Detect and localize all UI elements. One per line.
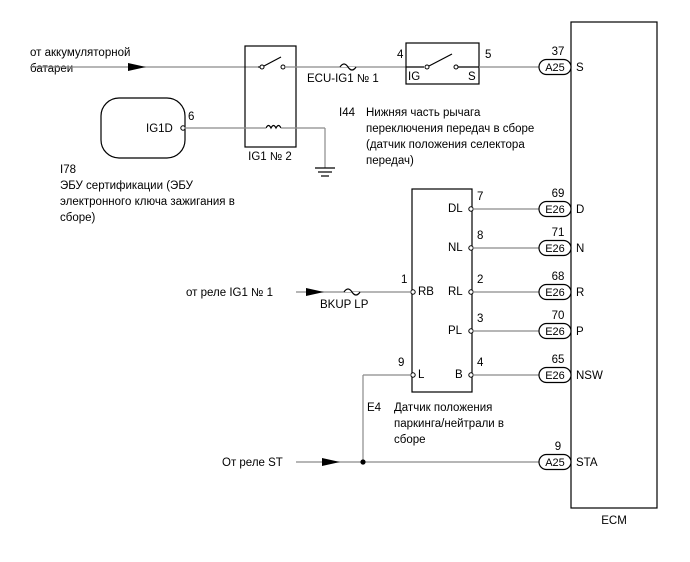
pn-right-pin-5-label: B (455, 369, 463, 381)
ecm-pin-number: 70 (552, 310, 565, 322)
ig1-relay-label: IG1 № 2 (248, 151, 292, 163)
ig1-relay: IG1 № 2 (244, 45, 297, 163)
battery-label-line1: от аккумуляторной (30, 47, 130, 59)
ecm-connector-label: E26 (545, 326, 565, 338)
relay-coil (265, 124, 282, 130)
st-relay-source: От реле ST (222, 374, 539, 469)
ecm-box (570, 21, 658, 509)
ecm-connector-label: E26 (545, 287, 565, 299)
cert-ecu-desc-3: сборе) (60, 212, 96, 224)
shift-lever-desc-4: передач) (366, 155, 414, 167)
pn-right-pin-2-label: NL (448, 242, 463, 254)
pn-right-pin-1-no: 7 (477, 191, 483, 203)
st-source-label: От реле ST (222, 457, 283, 469)
pn-right-pin-4-label: PL (448, 325, 463, 337)
shift-lever-desc-3: (датчик положения селектора (366, 139, 525, 151)
pn-right-pin-3-label: RL (448, 286, 463, 298)
battery-label-line2: батареи (30, 63, 73, 75)
pn-left-pin-1-no: 1 (401, 274, 407, 286)
ecm-pin-number: 37 (552, 46, 565, 58)
st-source-arrow (322, 458, 340, 466)
relay-contact-right (280, 64, 286, 70)
pn-switch: 1 RB 9 L DL 7 NL 8 RL 2 PL 3 B 4 E4 Датч… (367, 188, 504, 446)
pn-left-pin-1-label: RB (418, 286, 434, 298)
shift-lever-ig-label: IG (408, 71, 420, 83)
ig1-relay-box (244, 45, 297, 148)
shift-lever-desc-2: переключения передач в сборе (366, 123, 534, 135)
ecm-connector-label: A25 (545, 62, 565, 74)
shift-contact-left (424, 64, 430, 70)
battery-arrow (128, 63, 146, 71)
ecm-connector-badge (538, 200, 572, 218)
ecm-pin-signal: P (576, 326, 584, 338)
fuse-ecu-ig1-label: ECU-IG1 № 1 (307, 73, 379, 85)
shift-lever-pin-in: 4 (397, 49, 404, 61)
cert-ecu-pin (180, 125, 186, 131)
junction-dot (360, 459, 366, 465)
ecm-connector-badge (538, 453, 572, 471)
ecm-pin-number: 9 (555, 441, 561, 453)
fuse-ecu-ig1-symbol (339, 63, 357, 71)
fuse-ecu-ig1: ECU-IG1 № 1 (307, 63, 379, 85)
ecm-pin-signal: NSW (576, 370, 603, 382)
pn-right-pin-2-no: 8 (477, 230, 483, 242)
ecm-pin-number: 68 (552, 271, 565, 283)
ig1-source-arrow (306, 288, 324, 296)
cert-ecu-pin-label: IG1D (146, 123, 173, 135)
fuse-bkup-label: BKUP LP (320, 299, 369, 311)
ecm-pin-number: 65 (552, 354, 565, 366)
shift-lever-switch: 4 5 IG S I44 Нижняя часть рычага переклю… (339, 42, 534, 167)
shift-switch-blade (428, 53, 453, 67)
ecm-connector-badge (538, 58, 572, 76)
ecm-connector-badge (538, 283, 572, 301)
shift-lever-pin-out: 5 (485, 49, 491, 61)
pn-switch-desc-3: сборе (394, 434, 426, 446)
ecm-connector-label: E26 (545, 370, 565, 382)
battery-source: от аккумуляторной батареи (30, 47, 258, 75)
relay-switch-blade (263, 56, 282, 67)
ecm-connector-label: A25 (545, 457, 565, 469)
ecm-pin-signal: S (576, 62, 584, 74)
pn-left-pin-2-label: L (418, 369, 425, 381)
pn-right-pin-3-no: 2 (477, 274, 483, 286)
ecm-connector-badge (538, 239, 572, 257)
ig1-relay-source: от реле IG1 № 1 BKUP LP (186, 287, 411, 311)
certification-ecu: IG1D 6 I78 ЭБУ сертификации (ЭБУ электро… (60, 97, 235, 224)
pn-switch-desc-2: паркинга/нейтрали в (394, 418, 504, 430)
ecm-connector-label: E26 (545, 243, 565, 255)
shift-contact-right (453, 64, 459, 70)
shift-lever-box (405, 42, 480, 85)
pn-left-pin-2-no: 9 (398, 357, 404, 369)
pn-switch-code: E4 (367, 402, 382, 414)
ecm-pin-signal: STA (576, 457, 598, 469)
ecm-label: ECM (601, 515, 627, 527)
cert-ecu-desc-1: ЭБУ сертификации (ЭБУ (60, 180, 194, 192)
pn-right-pin-5-no: 4 (477, 357, 484, 369)
pn-switch-desc-1: Датчик положения (394, 402, 492, 414)
cert-ecu-desc-2: электронного ключа зажигания в (60, 196, 235, 208)
shift-lever-s-label: S (468, 71, 476, 83)
fuse-bkup-symbol (343, 288, 361, 296)
ecm-pin-number: 71 (552, 227, 565, 239)
relay-contact-left (259, 64, 265, 70)
ecm-pin-signal: D (576, 204, 584, 216)
shift-lever-desc-1: Нижняя часть рычага (366, 107, 481, 119)
ecm-pin-signal: R (576, 287, 584, 299)
ecm-pin-number: 69 (552, 188, 565, 200)
pn-right-pin-4-no: 3 (477, 313, 483, 325)
shift-lever-code: I44 (339, 107, 356, 119)
cert-ecu-pin-no: 6 (188, 111, 194, 123)
ecm-connector-badge (538, 322, 572, 340)
ground-icon (315, 167, 335, 177)
ig1-source-label: от реле IG1 № 1 (186, 287, 273, 299)
cert-ecu-code: I78 (60, 164, 76, 176)
pn-right-pin-1-label: DL (448, 203, 463, 215)
ecm-pin-signal: N (576, 243, 584, 255)
ecm-connector-label: E26 (545, 204, 565, 216)
ecm-connector-badge (538, 366, 572, 384)
ecm-unit: ECM (570, 21, 658, 527)
